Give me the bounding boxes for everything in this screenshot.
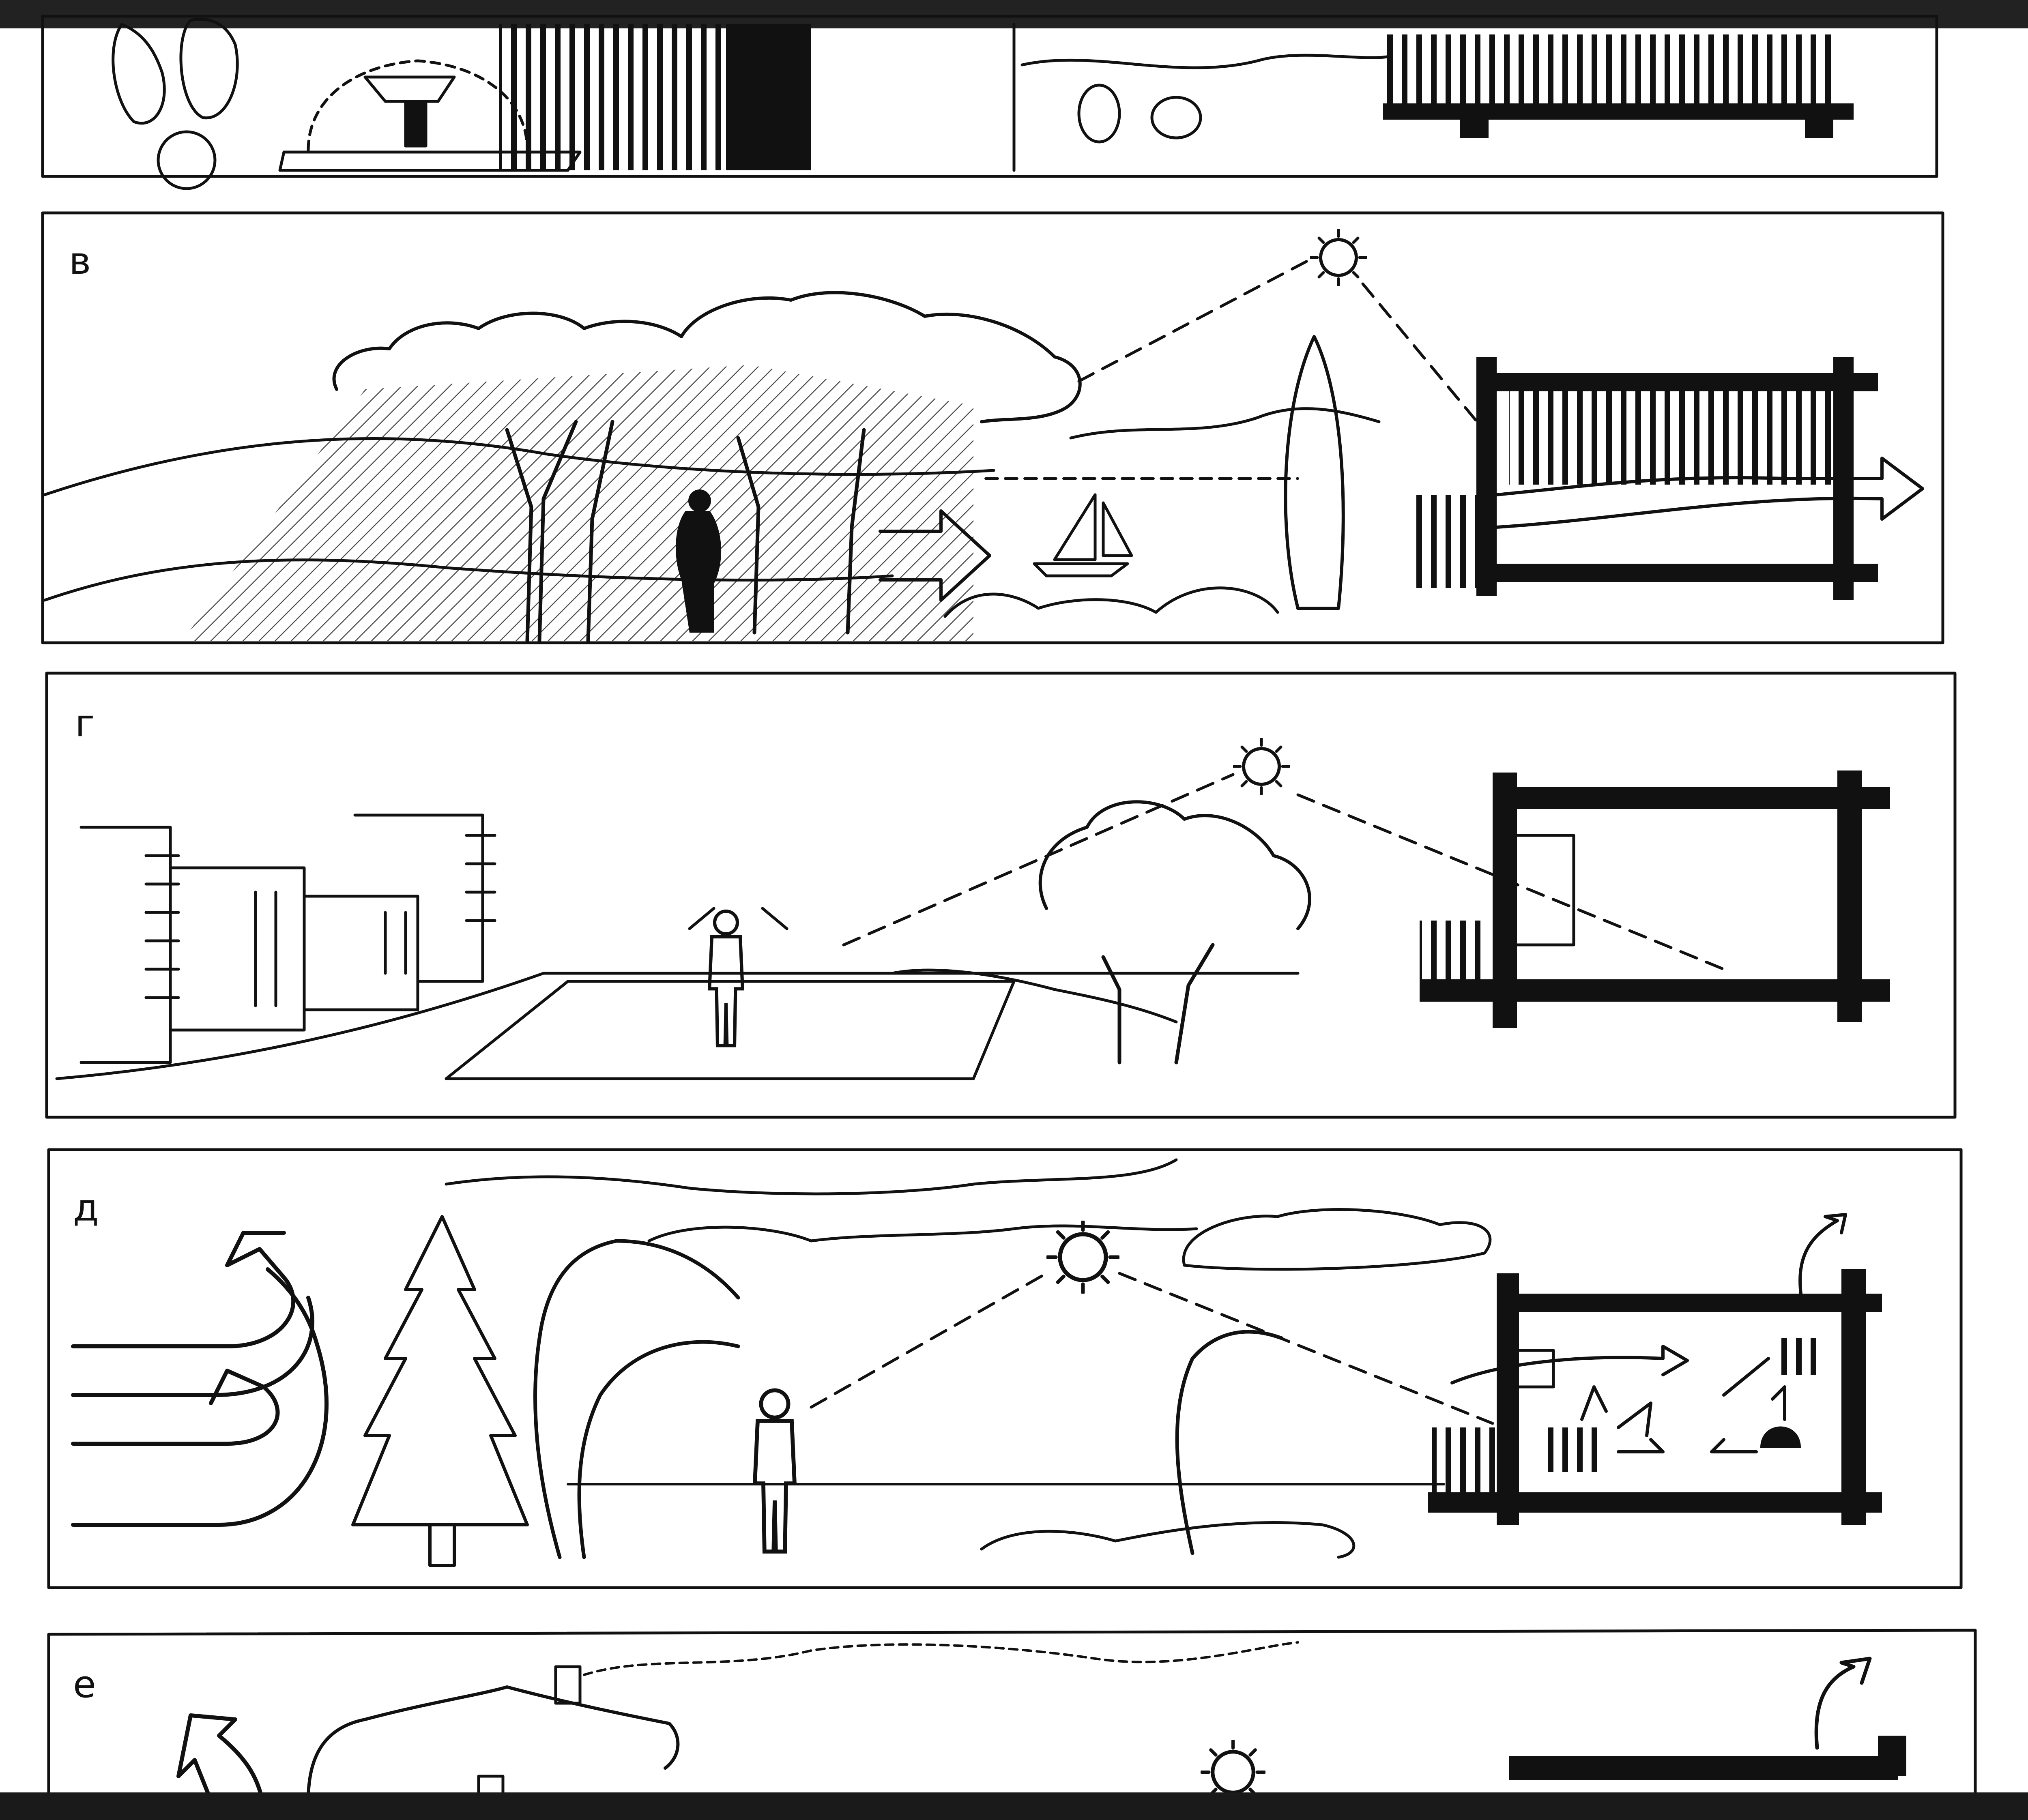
tree-canopy [1038, 800, 1311, 930]
sun-ray-line [842, 773, 1235, 946]
panel-frame [47, 1629, 1977, 1820]
panel-frame [41, 211, 1944, 644]
house-section-icon [1509, 1736, 1906, 1780]
sun-icon [1048, 1222, 1119, 1293]
person-icon [755, 1390, 795, 1552]
windblown-tree-icon [533, 1239, 740, 1559]
tree-trunk [726, 24, 811, 170]
radiator-icon [1541, 1427, 1602, 1472]
tree-trunk [428, 1523, 456, 1567]
house-section-icon [1420, 770, 1890, 1028]
house-section-icon [1428, 1269, 1882, 1525]
spruce-tree-icon [351, 1215, 529, 1526]
smoke-trail [583, 1641, 1299, 1676]
puddle-outline [980, 1521, 1356, 1559]
sun-ray-line [1118, 1272, 1494, 1425]
ground-line [55, 972, 1300, 1080]
panel-label: г [75, 702, 95, 745]
house-section-icon [1407, 357, 1878, 600]
sun-ray-line [1361, 282, 1482, 427]
tree-trunk [1101, 943, 1215, 1065]
chimney-icon [554, 1665, 582, 1705]
panel-frame [41, 15, 1938, 178]
mountain-outline [1069, 407, 1381, 440]
tree-canopy [332, 291, 1082, 423]
airflow-arrow-icon [1450, 1213, 1847, 1453]
panel-e: е [0, 1629, 2028, 1820]
cactus-icon [1077, 84, 1202, 144]
panel-top [0, 0, 2028, 190]
wind-arrow-icon [879, 509, 991, 602]
cactus-icon [112, 18, 239, 190]
person-icon [676, 489, 722, 633]
raised-arms [688, 907, 788, 930]
sun-icon [1234, 739, 1289, 794]
cloud-outline [1182, 1208, 1492, 1271]
sailboat-icon [1033, 493, 1133, 577]
bush-outline [943, 586, 1279, 618]
panel-frame [47, 1148, 1963, 1589]
sun-ray-line [1077, 258, 1312, 383]
cypress-tree-icon [1284, 335, 1345, 610]
wind-arrow-icon [71, 1231, 329, 1527]
apartment-buildings-icon [79, 813, 496, 1064]
sun-ray-line [810, 1272, 1048, 1409]
panel-d: д [47, 1148, 1963, 1589]
plaza-outline [445, 980, 1016, 1080]
panel-g: г [45, 672, 1957, 1119]
scan-edge [0, 1792, 2028, 1820]
tree-trunk [505, 420, 866, 643]
windblown-tree-icon [1175, 1330, 1284, 1555]
hill-outline [1020, 54, 1389, 69]
snowy-roof-outline [307, 1685, 680, 1802]
cloud-outline [445, 1158, 1178, 1195]
house-section-icon [1383, 34, 1854, 138]
vent-icon [1781, 1338, 1817, 1375]
tree-shade-hatch [183, 365, 973, 641]
panel-label: д [73, 1186, 99, 1230]
stream-outline [891, 968, 1178, 1024]
airflow-arrow-icon [1814, 1657, 1872, 1750]
windblown-tree-trunk [577, 1340, 740, 1559]
person-icon [709, 911, 743, 1045]
panel-label: е [73, 1663, 96, 1706]
panel-frame [45, 672, 1957, 1119]
tree-shade-stripes [499, 24, 726, 170]
hill-line [43, 437, 995, 496]
panel-label: в [69, 239, 91, 283]
airflow-arrow-icon [1495, 457, 1924, 529]
sun-icon [1311, 230, 1366, 285]
heater-icon [1760, 1426, 1801, 1448]
panel-v: в [41, 211, 1944, 644]
cloud-outline [647, 1224, 1198, 1243]
hill-line [43, 558, 894, 602]
